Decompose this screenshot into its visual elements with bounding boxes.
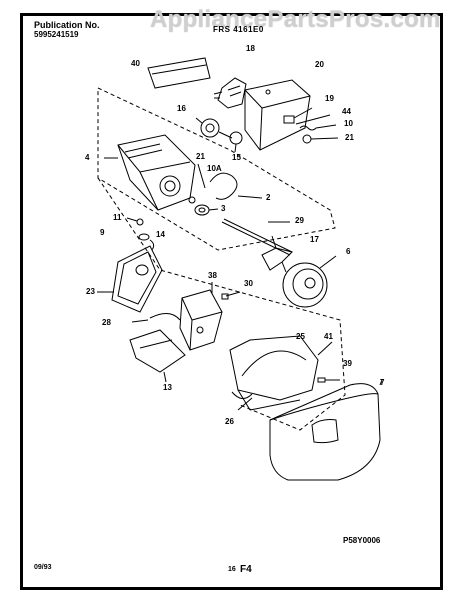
part-28-link	[131, 313, 181, 323]
footer-section-code: F4	[240, 564, 252, 575]
callout-41: 41	[324, 332, 333, 341]
part-4-ice-container	[104, 134, 196, 211]
drawing-id: P58Y0006	[343, 536, 381, 545]
callout-38: 38	[208, 271, 217, 280]
callout-28: 28	[102, 318, 111, 327]
callout-16: 16	[177, 104, 186, 113]
page-border	[20, 13, 443, 590]
publication-label: Publication No.	[34, 20, 100, 30]
callout-2: 2	[266, 193, 271, 202]
callout-10a: 10A	[207, 164, 222, 173]
callout-10: 10	[344, 119, 353, 128]
part-9-washer	[138, 233, 150, 241]
callout-29: 29	[295, 216, 304, 225]
footer-page-number: 16	[228, 566, 236, 573]
callout-13: 13	[163, 383, 172, 392]
part-23-door-plate	[97, 245, 163, 313]
part-26-spring	[231, 391, 253, 411]
part-6-drive-wheel	[282, 255, 337, 308]
callout-15: 15	[232, 153, 241, 162]
callout-18: 18	[246, 44, 255, 53]
callout-21-right: 21	[345, 133, 354, 142]
model-code: FRS 4161E0	[213, 25, 264, 34]
callout-25: 25	[296, 332, 305, 341]
callout-26: 26	[225, 417, 234, 426]
footer-date: 09/93	[34, 564, 52, 571]
callout-6: 6	[346, 247, 351, 256]
part-39-screw	[317, 377, 340, 383]
callout-44: 44	[342, 107, 351, 116]
part-11-screw	[126, 217, 144, 226]
part-3-coupler	[194, 204, 219, 216]
assembly-outline-lower	[97, 177, 346, 431]
part-30-screw	[221, 291, 241, 300]
callout-19: 19	[325, 94, 334, 103]
part-17-crusher-blade	[261, 235, 293, 273]
callout-3: 3	[221, 204, 226, 213]
part-38-bracket	[179, 282, 223, 351]
part-19-switch	[283, 107, 313, 124]
callout-7: 7	[380, 378, 385, 387]
callout-23: 23	[86, 287, 95, 296]
callout-17: 17	[310, 235, 319, 244]
part-29-auger-rod	[221, 218, 293, 256]
publication-number: 5995241519	[34, 30, 79, 39]
callout-39: 39	[343, 359, 352, 368]
part-10a-wire-clip	[188, 163, 206, 204]
part-13-chute-flap	[129, 329, 186, 383]
part-7-ice-bin	[269, 379, 383, 481]
callout-40: 40	[131, 59, 140, 68]
part-20-motor-housing	[244, 79, 311, 151]
callout-21-left: 21	[196, 152, 205, 161]
callout-20: 20	[315, 60, 324, 69]
part-16-bearing	[195, 117, 243, 153]
callout-14: 14	[156, 230, 165, 239]
callout-4: 4	[85, 153, 90, 162]
part-25-chute-housing	[229, 335, 319, 411]
callout-11: 11	[113, 213, 122, 222]
callout-9: 9	[100, 228, 105, 237]
part-41-screw	[317, 341, 333, 356]
part-21-nut	[302, 134, 339, 144]
callout-30: 30	[244, 279, 253, 288]
part-44-clip	[295, 114, 331, 125]
part-40-bracket	[147, 57, 211, 89]
part-10-spring	[299, 124, 337, 131]
part-2-wire-harness	[209, 172, 263, 200]
part-18-solenoid	[213, 77, 247, 109]
part-14-clip	[149, 239, 155, 251]
watermark-text: AppliancePartsPros.com	[150, 6, 441, 33]
